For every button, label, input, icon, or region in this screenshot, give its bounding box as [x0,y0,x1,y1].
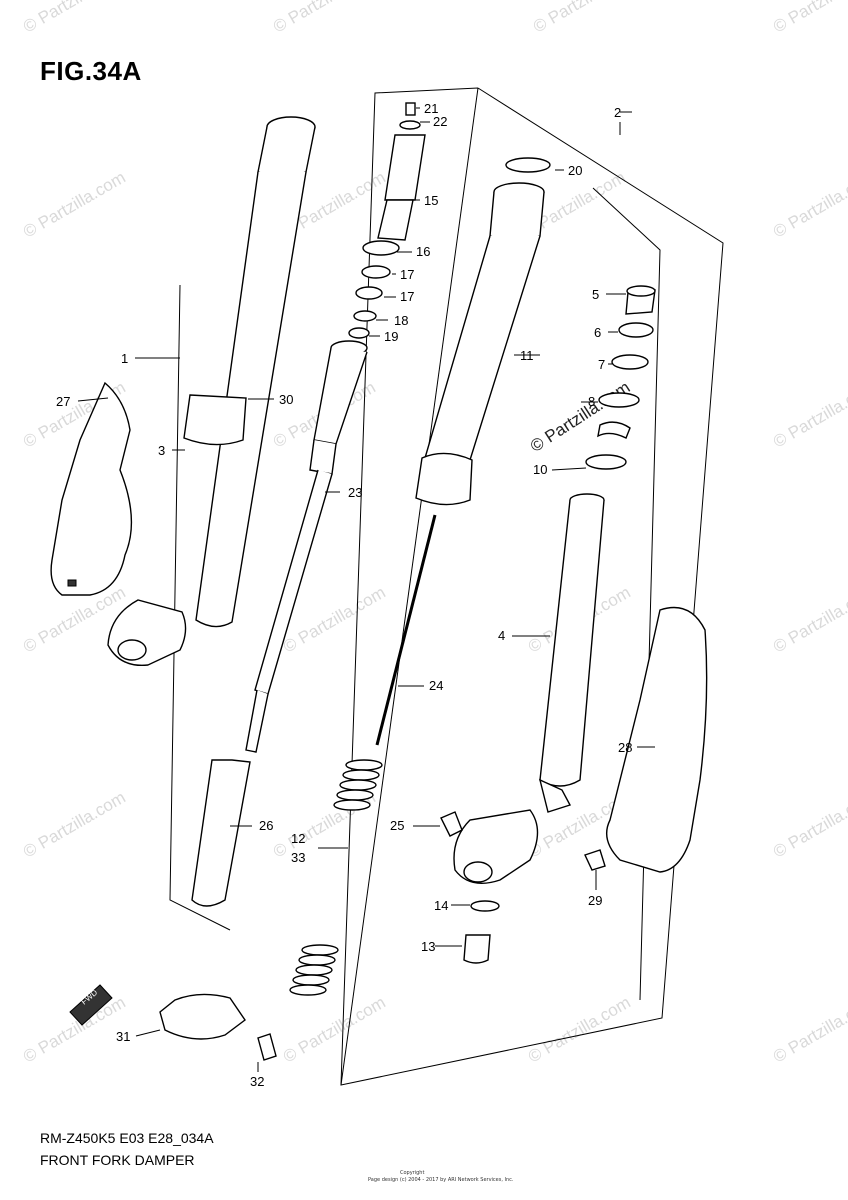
part-label[interactable]: 3 [158,443,165,458]
outer-tube-right [415,182,545,506]
part-label[interactable]: 26 [259,818,273,833]
bushing-stack [585,285,656,470]
part-label[interactable]: 19 [384,329,398,344]
part-label[interactable]: 20 [568,163,582,178]
part-label[interactable]: 18 [394,313,408,328]
part-label[interactable]: 4 [498,628,505,643]
part-label[interactable]: 33 [291,850,305,865]
damper-base-tube [191,759,251,907]
part-label[interactable]: 30 [279,392,293,407]
part-label[interactable]: 32 [250,1074,264,1089]
part-label[interactable]: 24 [429,678,443,693]
copyright-label: Copyright [400,1170,425,1176]
bolt [440,811,463,837]
part-label[interactable]: 23 [348,485,362,500]
part-label[interactable]: 17 [400,289,414,304]
inner-tube [453,493,605,884]
fork-guard-right [606,606,708,873]
part-label[interactable]: 12 [291,831,305,846]
assembly-frame [340,87,724,1086]
part-label[interactable]: 7 [598,357,605,372]
left-leg-frame [169,284,231,931]
part-label[interactable]: 28 [618,740,632,755]
part-label[interactable]: 1 [121,351,128,366]
clamp-bolt [257,1033,277,1061]
part-label[interactable]: 14 [434,898,448,913]
fork-guard-left [50,381,133,596]
part-label[interactable]: 31 [116,1029,130,1044]
base-valve [463,934,491,964]
part-label[interactable]: 21 [424,101,438,116]
compression-spring [289,944,339,996]
part-label[interactable]: 5 [592,287,599,302]
part-label[interactable]: 27 [56,394,70,409]
figure-title: FIG.34A [40,56,142,86]
assembly-frame-divider [340,87,479,1086]
washer [470,900,500,912]
part-label[interactable]: 22 [433,114,447,129]
part-label[interactable]: 10 [533,462,547,477]
part-labels: 1 2 3 4 5 6 7 8 10 11 12 33 13 14 15 16 … [56,101,632,1089]
copyright-notice: Page design (c) 2004 - 2017 by ARI Netwo… [368,1177,514,1183]
fwd-arrow: FWD [69,984,113,1026]
part-label[interactable]: 15 [424,193,438,208]
axle-clamp [159,993,246,1040]
part-label[interactable]: 16 [416,244,430,259]
assembly-name: FRONT FORK DAMPER [40,1152,195,1168]
part-label[interactable]: 2 [614,105,621,120]
part-label[interactable]: 6 [594,325,601,340]
damper-cartridge [245,340,368,753]
o-ring [505,157,551,173]
part-label[interactable]: 17 [400,267,414,282]
model-code: RM-Z450K5 E03 E28_034A [40,1130,214,1146]
guard-slot [67,579,77,587]
part-label[interactable]: 11 [520,348,534,363]
part-label[interactable]: 8 [588,394,595,409]
leader-lines [77,107,655,1072]
push-rod [375,514,437,746]
part-label[interactable]: 29 [588,893,602,908]
bolt [584,849,606,871]
part-label[interactable]: 25 [390,818,404,833]
rebound-spring [333,759,383,811]
part-label[interactable]: 13 [421,939,435,954]
